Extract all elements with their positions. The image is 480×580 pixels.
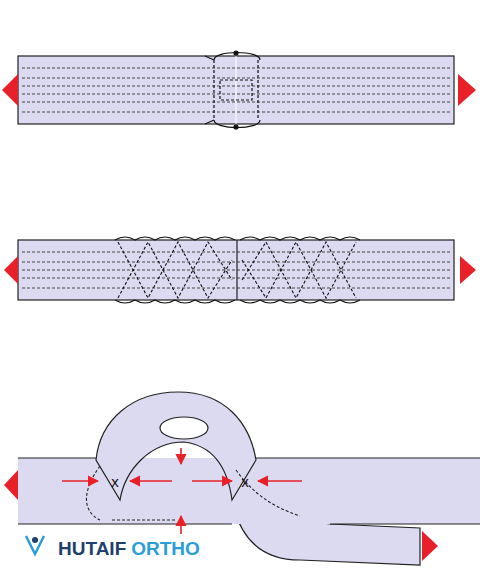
logo-icon <box>26 536 44 554</box>
tendon-figure-2 <box>4 237 476 303</box>
tendon-figure-1 <box>2 51 476 129</box>
tendon-figure-3 <box>4 392 480 565</box>
cross-mark: x <box>241 474 249 489</box>
watermark: ORTHO <box>131 539 200 558</box>
watermark: HUTAIF <box>58 539 126 558</box>
cross-mark: x <box>111 474 119 489</box>
